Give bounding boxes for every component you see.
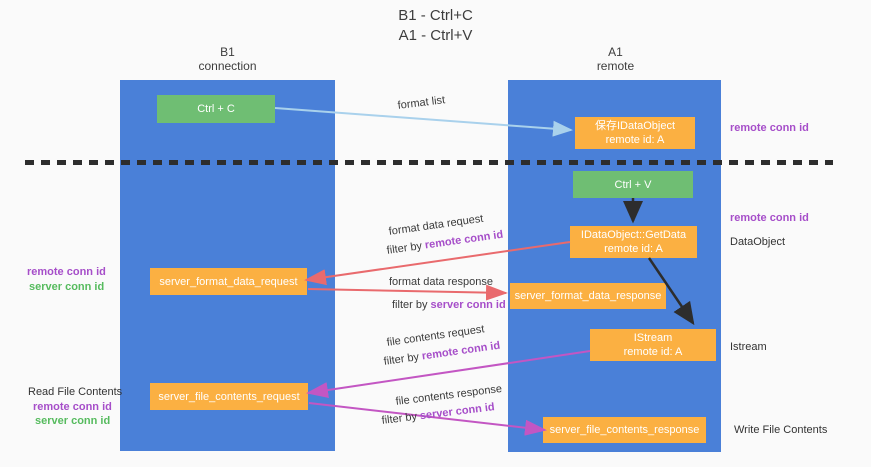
server-conn-id-label-left-2: server conn id bbox=[35, 415, 111, 427]
title-line-1: B1 - Ctrl+C bbox=[398, 7, 473, 24]
title-line-2: A1 - Ctrl+V bbox=[398, 27, 473, 44]
server-format-data-response-box: server_format_data_response bbox=[510, 283, 666, 309]
remote-conn-id-label-right: remote conn id bbox=[730, 212, 809, 224]
server-conn-id-inline: server conn id bbox=[419, 401, 496, 423]
lifeline-header-a1: A1 remote bbox=[508, 45, 723, 73]
server-file-contents-response-box: server_file_contents_response bbox=[543, 417, 706, 443]
remote-conn-id-label-top-right: remote conn id bbox=[730, 122, 809, 134]
store-idataobject-line2: remote id: A bbox=[605, 134, 665, 146]
write-file-contents-label: Write File Contents bbox=[734, 424, 828, 436]
istream-box: IStream remote id: A bbox=[590, 329, 716, 361]
dataobject-label: DataObject bbox=[730, 236, 786, 248]
lifeline-b1-subtitle: connection bbox=[198, 59, 257, 73]
getdata-line1: IDataObject::GetData bbox=[580, 229, 687, 241]
remote-conn-id-label-left-1: remote conn id bbox=[27, 266, 106, 278]
ctrl-c-label: Ctrl + C bbox=[197, 103, 235, 115]
format-data-response-label: format data response bbox=[389, 276, 493, 288]
filter-by-text: filter by bbox=[386, 239, 426, 257]
filter-by-text: filter by bbox=[381, 410, 421, 427]
server-format-data-request-box: server_format_data_request bbox=[150, 268, 307, 295]
read-file-contents-label: Read File Contents bbox=[28, 386, 123, 398]
server-conn-id-inline: server conn id bbox=[430, 299, 506, 311]
ctrl-v-box: Ctrl + V bbox=[573, 171, 693, 198]
server-conn-id-label-left-1: server conn id bbox=[29, 281, 105, 293]
store-idataobject-box: 保存IDataObject remote id: A bbox=[575, 117, 695, 149]
server-file-contents-request-box: server_file_contents_request bbox=[150, 383, 308, 410]
store-idataobject-line1: 保存IDataObject bbox=[594, 120, 676, 132]
server-file-contents-request-label: server_file_contents_request bbox=[158, 390, 300, 403]
istream-side-label: Istream bbox=[730, 341, 767, 353]
dashed-separator bbox=[25, 160, 833, 165]
lifeline-a1-subtitle: remote bbox=[596, 59, 635, 73]
istream-line1: IStream bbox=[633, 332, 673, 344]
ctrl-c-box: Ctrl + C bbox=[157, 95, 275, 123]
server-format-data-response-label: server_format_data_response bbox=[514, 290, 662, 302]
format-list-label: format list bbox=[397, 94, 446, 112]
getdata-line2: remote id: A bbox=[604, 243, 663, 255]
remote-conn-id-inline: remote conn id bbox=[421, 339, 501, 363]
idataobject-getdata-box: IDataObject::GetData remote id: A bbox=[570, 226, 697, 258]
remote-conn-id-label-left-2: remote conn id bbox=[33, 401, 112, 413]
lifeline-b1-title: B1 bbox=[220, 45, 235, 59]
ctrl-v-label: Ctrl + V bbox=[614, 178, 652, 191]
server-file-contents-response-label: server_file_contents_response bbox=[549, 424, 700, 436]
server-format-data-request-label: server_format_data_request bbox=[159, 275, 298, 288]
diagram-title: B1 - Ctrl+C A1 - Ctrl+V bbox=[0, 6, 871, 46]
remote-conn-id-inline: remote conn id bbox=[424, 228, 504, 252]
filter-by-text: filter by bbox=[383, 350, 423, 368]
filter-by-server-conn-id-label-1: filter by server conn id bbox=[392, 299, 506, 311]
format-data-response-arrow bbox=[307, 284, 508, 301]
lifeline-header-b1: B1 connection bbox=[120, 45, 335, 73]
filter-by-text: filter by bbox=[392, 299, 431, 311]
lifeline-a1-title: A1 bbox=[608, 45, 623, 59]
istream-line2: remote id: A bbox=[623, 346, 683, 358]
